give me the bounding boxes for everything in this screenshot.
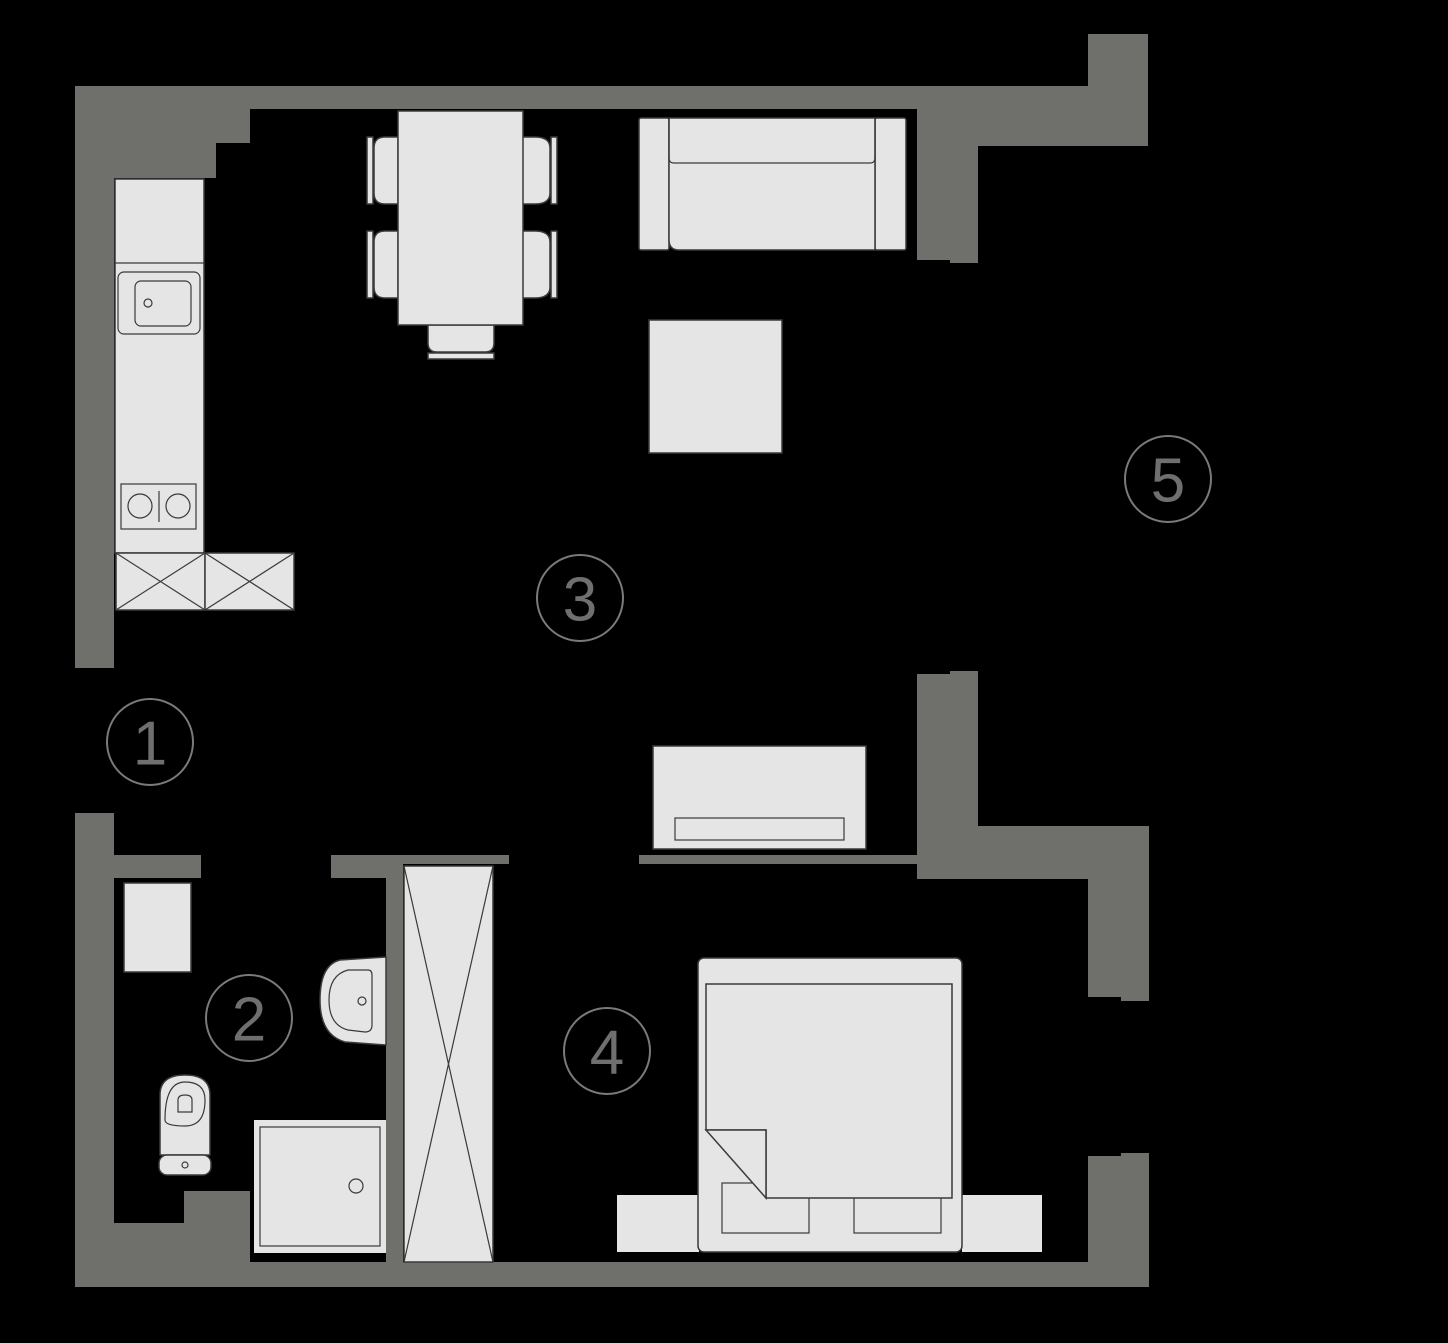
coffee-table <box>648 319 783 454</box>
room-label-1: 1 <box>106 698 194 786</box>
wall-right-middle <box>917 671 1149 1001</box>
room-label-4: 4 <box>563 1007 651 1095</box>
tv-unit <box>652 745 867 850</box>
svg-text:4: 4 <box>590 1019 624 1088</box>
base-cabinets <box>115 552 295 611</box>
wardrobe <box>403 865 494 1263</box>
svg-text:1: 1 <box>133 710 167 779</box>
kitchen-counter <box>114 178 205 554</box>
chair-back <box>366 136 374 205</box>
wall-bottom-right <box>75 813 1149 1287</box>
room-label-2: 2 <box>205 974 293 1062</box>
dining-set <box>366 110 558 360</box>
walls <box>75 34 1149 1287</box>
nightstand-left <box>617 1195 699 1252</box>
kitchen-sink-icon <box>117 271 201 335</box>
bathroom-cabinet <box>123 882 192 973</box>
bed <box>617 957 1042 1253</box>
shower-tray-icon <box>254 1120 386 1253</box>
wall-partition-bedroom <box>639 855 917 864</box>
svg-text:3: 3 <box>563 566 597 635</box>
svg-text:2: 2 <box>232 986 266 1055</box>
kitchen <box>114 178 295 611</box>
sofa <box>638 117 907 251</box>
washbasin-icon <box>319 956 387 1046</box>
dining-table <box>397 110 524 326</box>
room-label-3: 3 <box>536 554 624 642</box>
toilet-icon <box>158 1074 212 1176</box>
svg-text:5: 5 <box>1151 447 1185 516</box>
wall-top-left <box>75 34 1148 668</box>
nightstand-right <box>962 1195 1042 1252</box>
room-label-5: 5 <box>1124 435 1212 523</box>
chair <box>373 136 399 205</box>
cooktop-icon <box>120 483 197 530</box>
